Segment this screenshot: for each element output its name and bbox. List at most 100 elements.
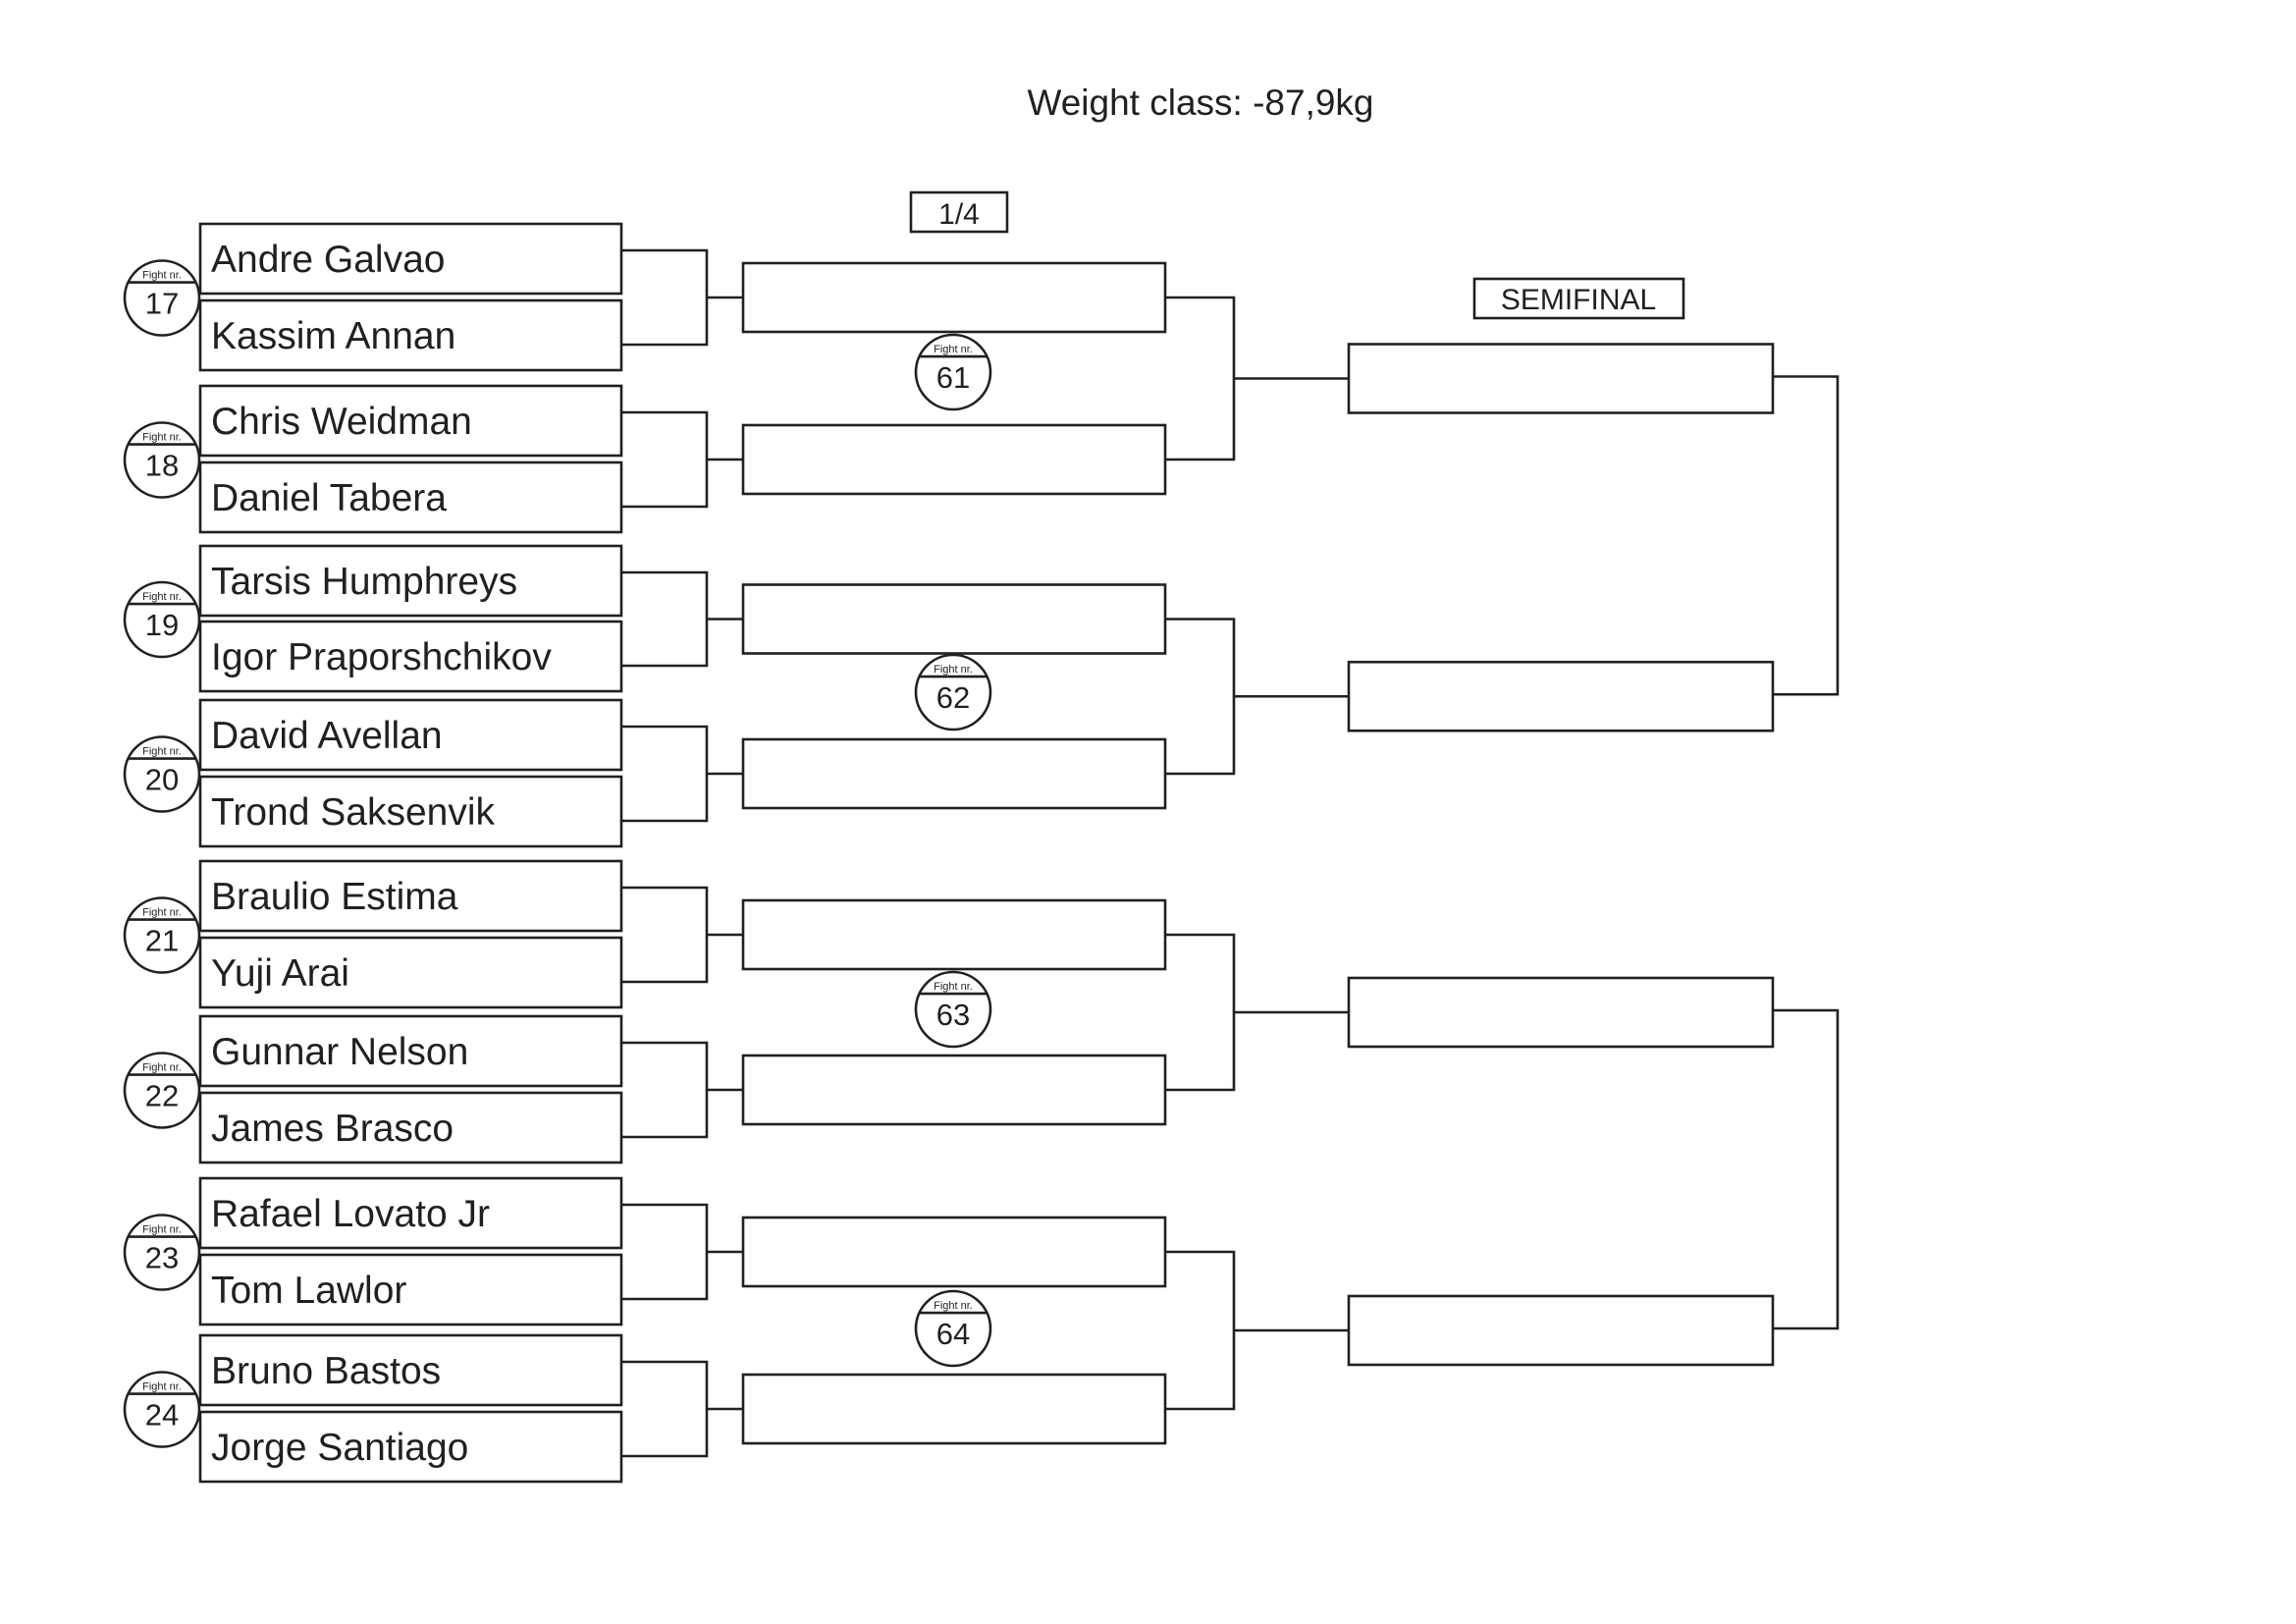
quarter-final-slot	[741, 737, 1167, 810]
fight-number-badge: Fight nr. 22	[123, 1052, 201, 1129]
competitor-name: Chris Weidman	[211, 401, 472, 443]
fight-number: 18	[145, 448, 179, 482]
competitor-box	[198, 698, 623, 772]
fight-number-caption: Fight nr.	[934, 1300, 973, 1312]
fight-number-caption: Fight nr.	[142, 907, 182, 919]
competitor-box	[198, 1410, 623, 1484]
competitor-name: Yuji Arai	[211, 952, 349, 995]
competitor-name: Tarsis Humphreys	[211, 561, 517, 603]
competitor-box	[198, 775, 623, 848]
fight-number-badge: Fight nr.62	[914, 653, 992, 731]
fight-number-badge: Fight nr.61	[914, 333, 992, 411]
fight-number-caption: Fight nr.	[142, 591, 182, 603]
fight-number-circle	[914, 333, 992, 411]
weight-class-title: Weight class: -87,9kg	[1027, 82, 1373, 123]
competitor-box	[198, 620, 623, 693]
bracket-connector	[621, 410, 743, 509]
quarter-final-match: Fight nr.64	[741, 1216, 1349, 1445]
bracket-connector	[621, 570, 743, 668]
fight-number-circle	[123, 421, 201, 499]
fight-number-circle	[914, 653, 992, 731]
fight-number-badge: Fight nr. 24	[123, 1371, 201, 1448]
competitor-box	[198, 298, 623, 372]
quarter-final-match: Fight nr.61	[741, 261, 1349, 496]
competitor-name: James Brasco	[211, 1108, 454, 1150]
fight-number-badge: Fight nr.23	[123, 1214, 201, 1291]
competitor-name: Daniel Tabera	[211, 477, 447, 519]
semifinal-slot	[1347, 1294, 1775, 1367]
competitor-box	[198, 1253, 623, 1326]
bracket-connector	[1165, 618, 1349, 776]
fight-number-badge: Fight nr. 63	[914, 970, 992, 1049]
competitor-name: Braulio Estima	[211, 876, 458, 918]
semifinal-match	[1347, 976, 1840, 1367]
fight-number: 61	[936, 360, 970, 395]
fight-number-badge: Fight nr.64	[914, 1289, 992, 1368]
bracket-connector	[1165, 1250, 1349, 1411]
quarter-final-slot	[741, 423, 1167, 496]
fight-number-circle	[123, 580, 201, 659]
competitor-box	[198, 1333, 623, 1407]
quarter-final-match: Fight nr. 63	[741, 898, 1349, 1126]
competitor-name: Rafael Lovato Jr	[211, 1193, 490, 1235]
competitor-name: Igor Praporshchikov	[211, 636, 552, 678]
fight-number: 63	[936, 998, 970, 1032]
competitor-box	[198, 384, 623, 458]
bracket-connector	[621, 725, 743, 823]
fight-number-caption: Fight nr.	[934, 981, 973, 993]
semifinal-slot	[1347, 660, 1775, 732]
fight-number-caption: Fight nr.	[142, 746, 182, 758]
fight-number-circle	[123, 1052, 201, 1129]
quarter-final-match: Fight nr.62	[741, 583, 1349, 810]
fight-number: 20	[145, 762, 179, 796]
fight-number-circle	[123, 1371, 201, 1448]
bracket-connector	[621, 886, 743, 984]
bracket-connector	[1773, 375, 1840, 696]
competitor-box	[198, 222, 623, 296]
quarter-final-label: 1/4	[938, 198, 980, 231]
competitor-name: Bruno Bastos	[211, 1350, 441, 1392]
semifinal-label: SEMIFINAL	[1501, 284, 1656, 316]
bracket-connector	[1773, 1008, 1840, 1330]
fight-number-caption: Fight nr.	[142, 1062, 182, 1074]
semifinal-label-box	[1472, 277, 1685, 320]
fight-number-badge: Fight nr.21	[123, 896, 201, 974]
fight-number-caption: Fight nr.	[142, 270, 182, 282]
competitor-name: Jorge Santiago	[211, 1427, 468, 1469]
quarter-final-slot	[741, 583, 1167, 655]
fight-number-circle	[123, 259, 201, 337]
competitor-box	[198, 859, 623, 933]
semifinal-match	[1347, 343, 1840, 732]
fight-number-badge: Fight nr. 19	[123, 580, 201, 659]
bracket-connector	[621, 1203, 743, 1301]
fight-number-caption: Fight nr.	[142, 1381, 182, 1393]
fight-number: 24	[145, 1397, 179, 1432]
semifinal-slot	[1347, 343, 1775, 414]
fight-number: 22	[145, 1078, 179, 1112]
fight-number: 19	[145, 608, 179, 642]
fight-number-circle	[914, 970, 992, 1049]
semifinal-group	[1347, 343, 1840, 1367]
bracket-connector	[621, 1360, 743, 1458]
bracket-connector	[621, 248, 743, 347]
fight-number-circle	[914, 1289, 992, 1368]
competitor-name: Tom Lawlor	[211, 1270, 406, 1312]
competitor-name: Gunnar Nelson	[211, 1031, 468, 1073]
semifinal-slot	[1347, 976, 1775, 1049]
competitor-name: Trond Saksenvik	[211, 791, 496, 834]
competitor-box	[198, 1091, 623, 1164]
quarter-final-slot	[741, 261, 1167, 334]
quarter-final-slot	[741, 898, 1167, 971]
bracket-connector	[1165, 933, 1349, 1092]
fight-number-badge: Fight nr. 20	[123, 735, 201, 813]
competitor-box	[198, 936, 623, 1009]
fight-number: 62	[936, 680, 970, 715]
